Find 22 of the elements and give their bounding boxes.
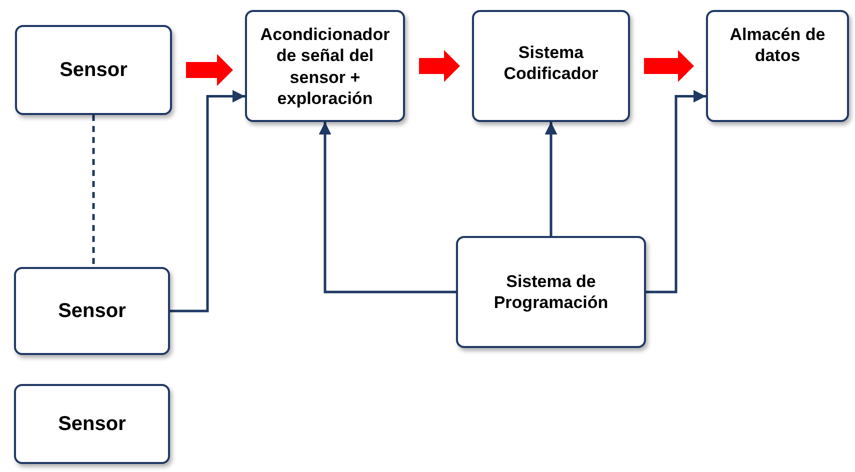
box-label: Acondicionador de señal del sensor + exploración — [259, 24, 391, 109]
process-box — [14, 384, 170, 464]
box-label: Sistema de Programación — [492, 270, 610, 314]
box-label: Sistema Codificador — [502, 42, 600, 84]
process-box — [456, 236, 646, 348]
block-arrow — [419, 50, 460, 82]
process-box — [706, 10, 849, 122]
dashed-line — [92, 115, 95, 267]
box-label: Sensor — [58, 298, 126, 324]
process-box — [245, 10, 405, 122]
process-box — [15, 25, 172, 115]
arrow — [646, 90, 706, 294]
process-box — [472, 10, 630, 122]
box-label: Sensor — [60, 58, 128, 82]
arrow — [544, 122, 558, 236]
box-label: Sensor — [58, 412, 126, 436]
box-label: Almacén de datos — [728, 24, 826, 66]
arrow — [170, 90, 245, 312]
arrow — [318, 122, 456, 294]
process-box — [14, 267, 170, 355]
block-arrow — [644, 50, 694, 82]
block-arrow — [186, 54, 233, 86]
